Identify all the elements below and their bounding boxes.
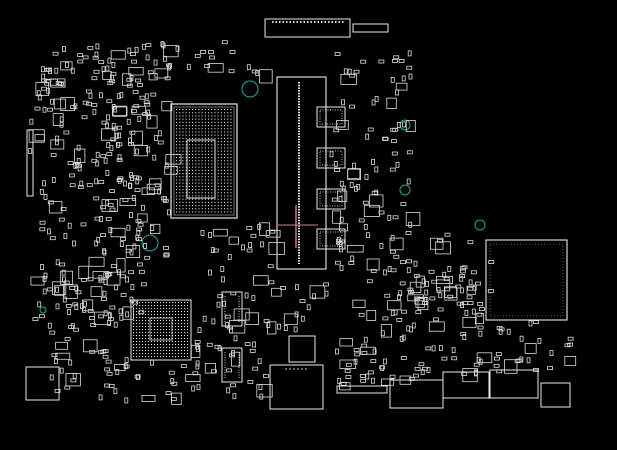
bottom-strip-connector[interactable] <box>336 385 388 394</box>
port-connector-3[interactable] <box>442 371 490 399</box>
port-connector-left[interactable] <box>25 366 60 401</box>
small-chip-mid[interactable] <box>288 335 316 363</box>
pch-grid-pads <box>133 302 189 358</box>
top-edge-connector[interactable] <box>264 18 389 38</box>
port-connector-5[interactable] <box>540 382 571 408</box>
port-connector-1[interactable] <box>269 364 324 410</box>
via-ring-icon <box>39 80 486 314</box>
cpu-grid-pads <box>176 109 232 213</box>
pch-bga-package[interactable] <box>130 299 192 361</box>
embedded-controller-chip[interactable] <box>485 239 568 321</box>
passive-components <box>28 40 577 405</box>
cpu-bga-package[interactable] <box>170 103 238 219</box>
ic-u-left-2[interactable] <box>221 347 243 383</box>
memory-chip-4[interactable] <box>316 228 346 250</box>
port-connector-4[interactable] <box>489 369 539 399</box>
memory-chip-1[interactable] <box>316 106 346 128</box>
memory-chip-2[interactable] <box>316 147 346 169</box>
memory-chip-3[interactable] <box>316 188 346 210</box>
memory-slot-connector[interactable] <box>276 76 327 270</box>
